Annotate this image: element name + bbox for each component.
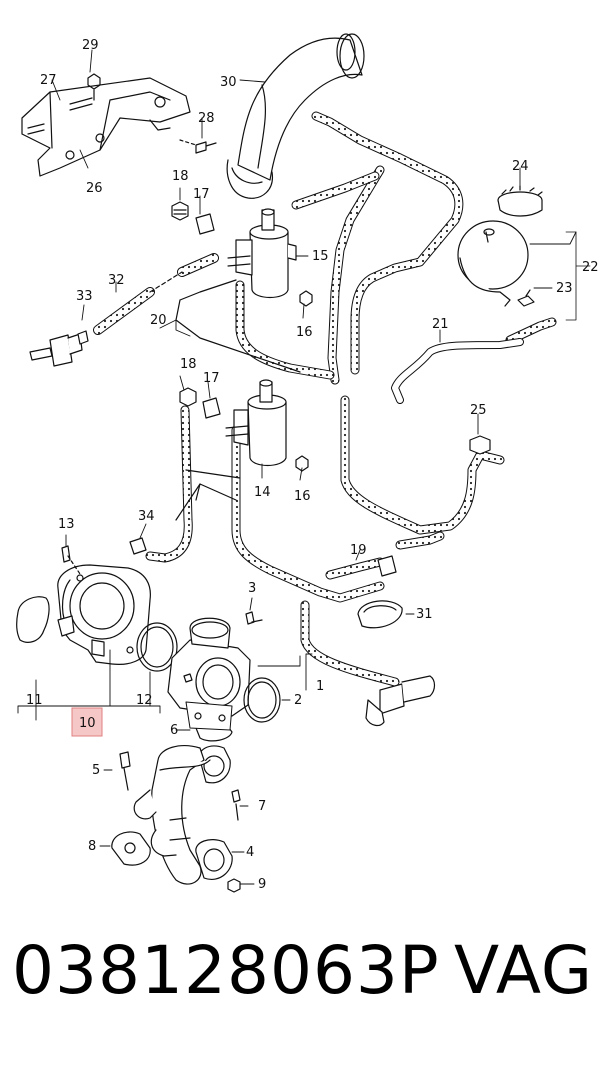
callout-18-upper: 18: [172, 169, 189, 184]
bracket-20: [175, 279, 301, 373]
callout-6: 6: [170, 723, 178, 738]
callout-33: 33: [76, 289, 93, 304]
nut-16-upper: [299, 290, 313, 307]
callout-16-lower: 16: [294, 489, 311, 504]
callout-7: 7: [258, 799, 266, 814]
callout-34: 34: [138, 509, 155, 524]
callout-2: 2: [294, 693, 302, 708]
callout-12: 12: [136, 693, 153, 708]
callout-28: 28: [198, 111, 215, 126]
connector-17-18-lower: [179, 387, 221, 419]
callout-20: 20: [150, 313, 167, 328]
vacuum-reservoir: [457, 185, 543, 307]
solenoid-valve-14: [225, 379, 287, 467]
callout-24: 24: [512, 159, 529, 174]
callout-13: 13: [58, 517, 75, 532]
hose-clip-31: [357, 600, 403, 629]
callout-21: 21: [432, 317, 449, 332]
callout-16-upper: 16: [296, 325, 313, 340]
bracket-assembly: [21, 73, 217, 177]
connector-34: [129, 537, 147, 555]
callout-19: 19: [350, 543, 367, 558]
egr-cooler: [111, 701, 241, 893]
gasket-12: [136, 622, 178, 672]
t-connector: [365, 675, 436, 727]
callout-26: 26: [86, 181, 103, 196]
callout-30: 30: [220, 75, 237, 90]
valve-33: [29, 330, 89, 367]
callout-5: 5: [92, 763, 100, 778]
callout-4: 4: [246, 845, 254, 860]
callout-labels: 1 2 3 4 5 6 7 8 9 10 11 12 13 14 15 16 1…: [26, 38, 599, 892]
gasket-2: [243, 677, 281, 723]
solenoid-valve-15: [227, 208, 297, 299]
callout-23: 23: [556, 281, 573, 296]
callout-18-lower: 18: [180, 357, 197, 372]
callout-11: 11: [26, 693, 43, 708]
callout-25: 25: [470, 403, 487, 418]
callout-15: 15: [312, 249, 329, 264]
intake-pipe: [226, 33, 365, 199]
brand-label: VAG: [454, 932, 594, 1009]
hose-32: [93, 253, 219, 335]
callout-32: 32: [108, 273, 125, 288]
leader-lines: [17, 49, 591, 885]
callout-31: 31: [416, 607, 433, 622]
callout-9: 9: [258, 877, 266, 892]
callout-8: 8: [88, 839, 96, 854]
nut-16-lower: [295, 455, 309, 472]
vacuum-hoses: [145, 111, 557, 687]
connector-25: [469, 435, 491, 455]
part-number: 038128063P: [12, 932, 440, 1009]
callout-22: 22: [582, 260, 599, 275]
exploded-parts-diagram: 1 2 3 4 5 6 7 8 9 10 11 12 13 14 15 16 1…: [16, 33, 599, 893]
callout-17-lower: 17: [203, 371, 220, 386]
callout-27: 27: [40, 73, 57, 88]
callout-29: 29: [82, 38, 99, 53]
callout-10: 10: [79, 716, 96, 731]
callout-3: 3: [248, 581, 256, 596]
connector-19: [377, 555, 397, 577]
callout-14: 14: [254, 485, 271, 500]
throttle-body: [16, 545, 151, 665]
callout-17-upper: 17: [193, 187, 210, 202]
highlight-box-10: [71, 707, 103, 737]
connector-17-18-upper: [171, 201, 215, 235]
callout-1: 1: [316, 679, 324, 694]
